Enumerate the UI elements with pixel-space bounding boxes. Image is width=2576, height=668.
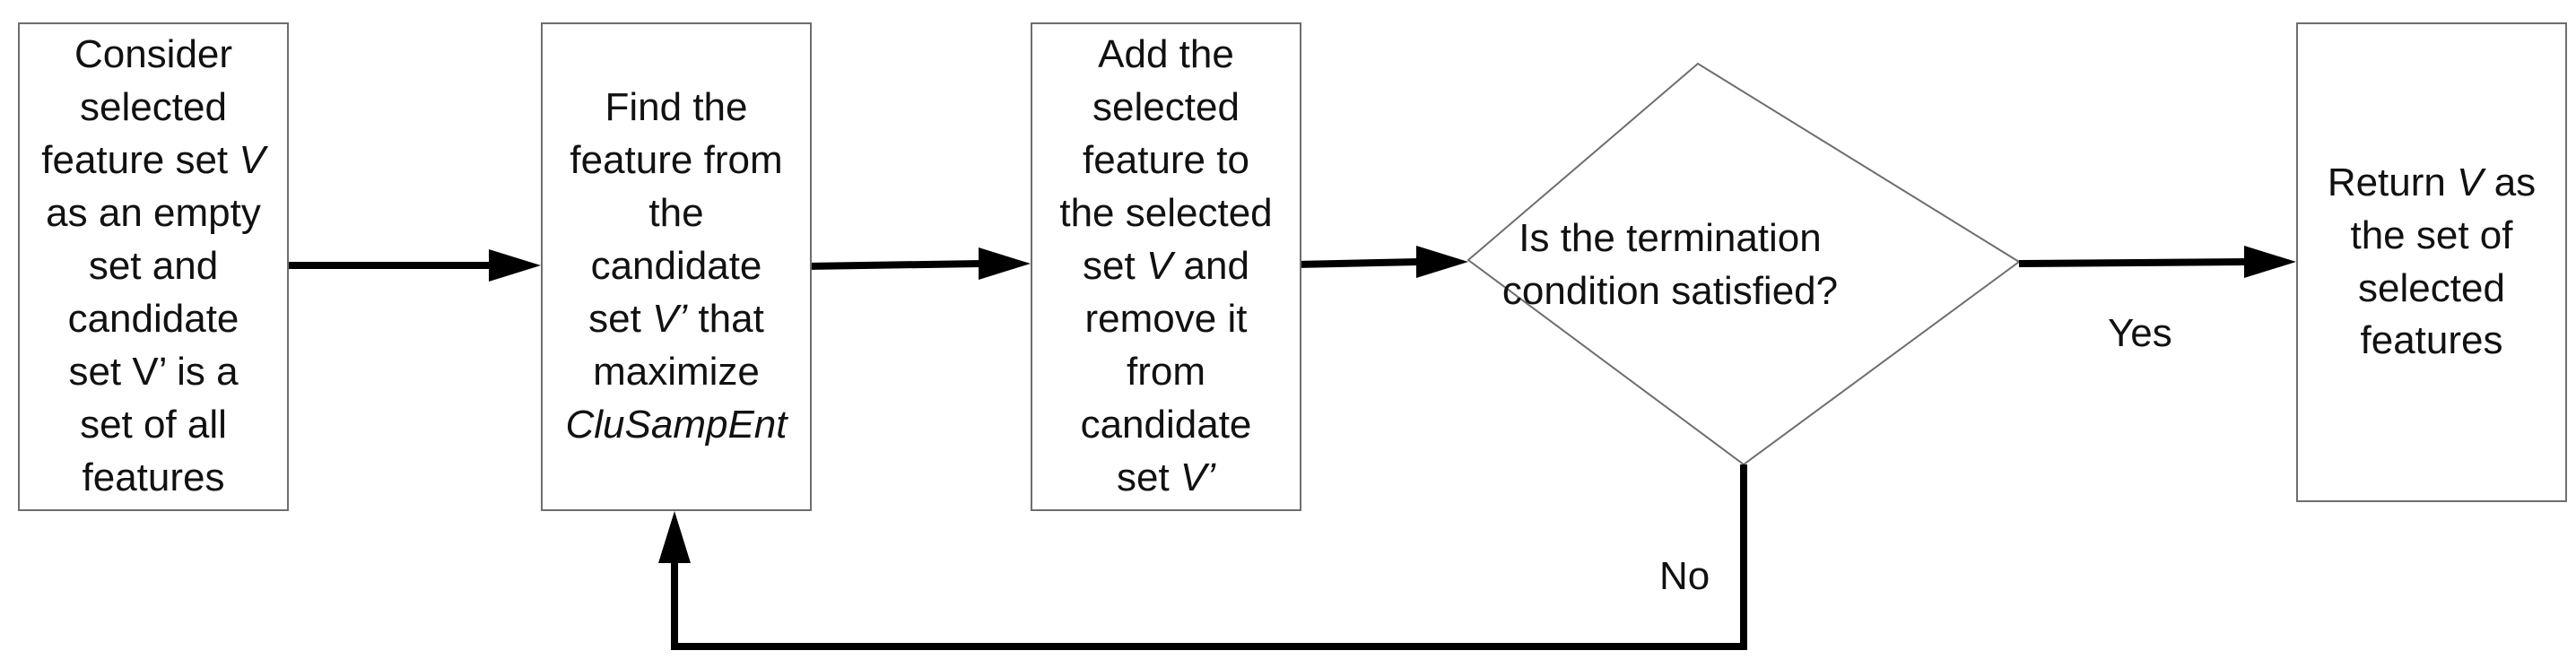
- text-run: feature set: [41, 138, 239, 183]
- arrow-init-to-find: [289, 249, 541, 282]
- italic-term: CluSampEnt: [565, 402, 788, 447]
- text-run: features: [82, 455, 225, 499]
- node-text-line: Return V as: [2307, 157, 2556, 210]
- edge-label-no: No: [1659, 554, 1710, 598]
- node-text-line: remove it: [1041, 293, 1291, 346]
- node-text-line: Consider: [29, 29, 278, 82]
- node-text-line: selected: [29, 82, 278, 134]
- node-text-line: candidate: [552, 240, 801, 293]
- node-text-line: feature set V: [29, 134, 278, 187]
- text-run: feature to: [1083, 138, 1249, 183]
- text-run: that: [687, 296, 764, 341]
- text-run: from: [1127, 349, 1205, 394]
- italic-term: V: [239, 138, 265, 183]
- italic-term: V: [2457, 160, 2484, 204]
- node-text-line: features: [2307, 315, 2556, 368]
- node-text-line: as an empty: [29, 187, 278, 240]
- node-text-line: set of all: [29, 399, 278, 452]
- text-run: Add the: [1098, 32, 1234, 77]
- arrow-add-to-decision: [1295, 246, 1468, 278]
- node-text-line: Is the termination: [1491, 212, 1849, 265]
- node-text-line: the selected: [1041, 187, 1291, 240]
- node-text-line: the: [552, 187, 801, 240]
- arrow-decision-to-return: [2018, 246, 2296, 278]
- text-run: Is the termination: [1519, 216, 1822, 260]
- node-text-line: Add the: [1041, 29, 1291, 82]
- text-run: Consider: [74, 32, 233, 77]
- text-run: the: [648, 191, 704, 236]
- text-run: maximize: [593, 349, 760, 394]
- text-run: as an empty: [46, 191, 261, 236]
- node-text-line: feature from: [552, 134, 801, 187]
- text-run: set and: [88, 244, 219, 289]
- text-run: Return: [2327, 160, 2458, 204]
- text-run: features: [2360, 318, 2503, 363]
- text-run: selected: [2358, 265, 2505, 310]
- text-run: set: [1083, 244, 1146, 289]
- node-text-line: set V’: [1041, 452, 1291, 505]
- node-text-line: candidate: [1041, 399, 1291, 452]
- node-text-line: the set of: [2307, 210, 2556, 263]
- edge-label-yes: Yes: [2108, 311, 2172, 355]
- node-text-line: selected: [2307, 263, 2556, 316]
- text-run: as: [2483, 160, 2537, 204]
- text-run: selected: [80, 85, 227, 130]
- node-text-line: feature to: [1041, 134, 1291, 187]
- node-text-line: candidate: [29, 293, 278, 346]
- node-text-line: selected: [1041, 82, 1291, 134]
- text-run: condition satisfied?: [1501, 269, 1839, 314]
- node-text-line: condition satisfied?: [1491, 265, 1849, 317]
- text-run: the selected: [1059, 191, 1273, 236]
- node-text-line: Find the: [552, 82, 801, 134]
- text-run: feature from: [570, 138, 783, 183]
- text-run: remove it: [1084, 296, 1248, 341]
- text-run: set V’ is a: [68, 349, 239, 394]
- text-run: selected: [1092, 85, 1240, 130]
- text-run: the set of: [2350, 213, 2513, 257]
- node-text-line: features: [29, 452, 278, 505]
- node-text-line: set and: [29, 240, 278, 293]
- italic-term: V’: [652, 296, 688, 341]
- node-text-line: CluSampEnt: [552, 399, 801, 452]
- text-run: candidate: [590, 244, 762, 289]
- text-run: candidate: [1080, 402, 1252, 447]
- text-run: and: [1172, 244, 1249, 289]
- text-run: set: [588, 296, 653, 341]
- arrow-find-to-add: [805, 247, 1031, 280]
- decision-text: Is the termination condition satisfied?: [1491, 212, 1849, 318]
- node-text-line: set V’ that: [552, 293, 801, 346]
- node-text-line: set V and: [1041, 240, 1291, 293]
- node-text-line: set V’ is a: [29, 346, 278, 399]
- text-run: Find the: [605, 85, 748, 130]
- text-run: set of all: [80, 402, 227, 447]
- arrow-decision-to-find-loop: [658, 464, 1747, 650]
- italic-term: V’: [1179, 455, 1216, 499]
- italic-term: V: [1145, 244, 1173, 289]
- text-run: candidate: [67, 296, 239, 341]
- node-text-line: maximize: [552, 346, 801, 399]
- node-text-line: from: [1041, 346, 1291, 399]
- text-run: set: [1116, 455, 1180, 499]
